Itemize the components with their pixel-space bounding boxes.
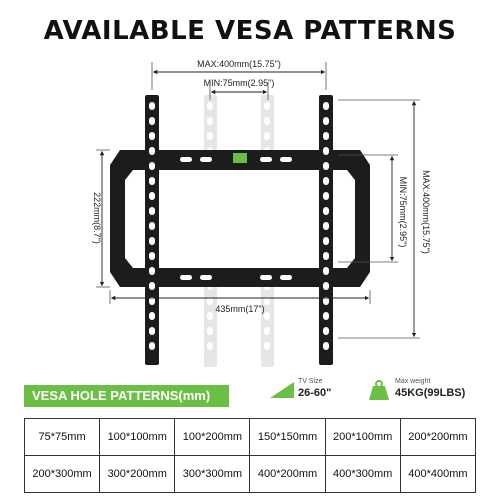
dim-max-width: MAX:400mm(15.75") xyxy=(151,59,327,90)
frame-slot xyxy=(280,157,292,162)
pattern-cell: 200*200mm xyxy=(399,418,477,456)
frame-slot xyxy=(280,275,292,280)
mount-hole xyxy=(323,132,329,140)
mount-hole xyxy=(323,162,329,170)
mount-hole xyxy=(323,147,329,155)
mount-hole xyxy=(323,237,329,245)
frame-slot xyxy=(200,157,212,162)
dim-min-width: MIN:75mm(2.95") xyxy=(204,78,275,100)
pattern-cell: 150*150mm xyxy=(249,418,326,456)
max-weight-label: Max weight xyxy=(395,378,431,385)
max-arm-left xyxy=(145,95,159,365)
mount-hole xyxy=(264,117,270,125)
mount-hole xyxy=(323,102,329,110)
wall-plate-frame xyxy=(110,150,370,287)
frame-height-label: 222mm(8.7") xyxy=(92,192,102,244)
level-indicator xyxy=(233,153,247,163)
dim-frame-height: 222mm(8.7") xyxy=(92,149,110,288)
pattern-cell: 400*200mm xyxy=(249,455,326,493)
mount-hole xyxy=(207,102,213,110)
table-row: 75*75mm 100*100mm 100*200mm 150*150mm 20… xyxy=(23,418,477,456)
mount-hole xyxy=(207,117,213,125)
mount-hole xyxy=(264,342,270,350)
mount-hole xyxy=(323,342,329,350)
frame-slot xyxy=(180,275,192,280)
frame-width-label: 435mm(17") xyxy=(215,304,264,314)
dim-min-height: MIN:75mm(2.95") xyxy=(338,154,408,263)
mount-hole xyxy=(323,282,329,290)
mount-hole xyxy=(149,192,155,200)
mount-hole xyxy=(323,267,329,275)
max-width-label: MAX:400mm(15.75") xyxy=(197,59,281,69)
mount-hole xyxy=(149,222,155,230)
mount-hole xyxy=(323,312,329,320)
mount-hole xyxy=(323,192,329,200)
max-arm-right xyxy=(319,95,333,365)
frame-slot xyxy=(180,157,192,162)
mount-hole xyxy=(323,252,329,260)
pattern-cell: 200*100mm xyxy=(324,418,401,456)
mount-hole xyxy=(149,267,155,275)
mount-hole xyxy=(149,177,155,185)
mount-hole xyxy=(207,327,213,335)
mount-hole xyxy=(149,117,155,125)
tv-size-icon xyxy=(270,382,294,398)
max-weight-value: 45KG(99LBS) xyxy=(395,387,466,399)
mount-hole xyxy=(149,327,155,335)
pattern-cell: 100*100mm xyxy=(99,418,176,456)
mount-hole xyxy=(149,102,155,110)
frame-slot xyxy=(260,157,272,162)
table-row: 200*300mm 300*200mm 300*300mm 400*200mm … xyxy=(23,455,477,493)
min-width-label: MIN:75mm(2.95") xyxy=(204,78,275,88)
mount-diagram: MAX:400mm(15.75") MIN:75mm(2.95") 222mm(… xyxy=(92,59,431,367)
pattern-cell: 300*300mm xyxy=(174,455,251,493)
mount-hole xyxy=(264,132,270,140)
vesa-pattern-table: 75*75mm 100*100mm 100*200mm 150*150mm 20… xyxy=(23,418,477,493)
tv-size-label: TV Size xyxy=(298,378,323,385)
vesa-patterns-banner: VESA HOLE PATTERNS(mm) xyxy=(24,385,229,407)
pattern-cell: 75*75mm xyxy=(23,418,101,456)
mount-hole xyxy=(323,177,329,185)
mount-hole xyxy=(264,327,270,335)
pattern-cell: 400*400mm xyxy=(399,455,477,493)
mount-hole xyxy=(149,162,155,170)
mount-hole xyxy=(323,222,329,230)
pattern-cell: 200*300mm xyxy=(23,455,101,493)
max-height-label: MAX:400mm(15.75") xyxy=(421,170,431,254)
pattern-cell: 300*200mm xyxy=(99,455,176,493)
mount-hole xyxy=(149,312,155,320)
mount-hole xyxy=(149,282,155,290)
mount-hole xyxy=(149,132,155,140)
frame-slot xyxy=(200,275,212,280)
mount-hole xyxy=(207,312,213,320)
mount-hole xyxy=(323,207,329,215)
mount-hole xyxy=(323,117,329,125)
mount-hole xyxy=(323,327,329,335)
pattern-cell: 400*300mm xyxy=(324,455,401,493)
mount-hole xyxy=(149,207,155,215)
mount-hole xyxy=(149,342,155,350)
mount-hole xyxy=(149,237,155,245)
mount-hole xyxy=(264,102,270,110)
mount-hole xyxy=(264,312,270,320)
dim-frame-width: 435mm(17") xyxy=(109,290,371,314)
pattern-cell: 100*200mm xyxy=(174,418,251,456)
min-height-label: MIN:75mm(2.95") xyxy=(398,177,408,248)
page-title: AVAILABLE VESA PATTERNS xyxy=(43,16,457,46)
mount-hole xyxy=(207,342,213,350)
frame-slot xyxy=(260,275,272,280)
mount-hole xyxy=(207,132,213,140)
weight-icon xyxy=(369,380,389,400)
dim-max-height: MAX:400mm(15.75") xyxy=(338,99,431,339)
mount-hole xyxy=(149,147,155,155)
tv-size-value: 26-60" xyxy=(298,387,332,399)
mount-hole xyxy=(149,252,155,260)
